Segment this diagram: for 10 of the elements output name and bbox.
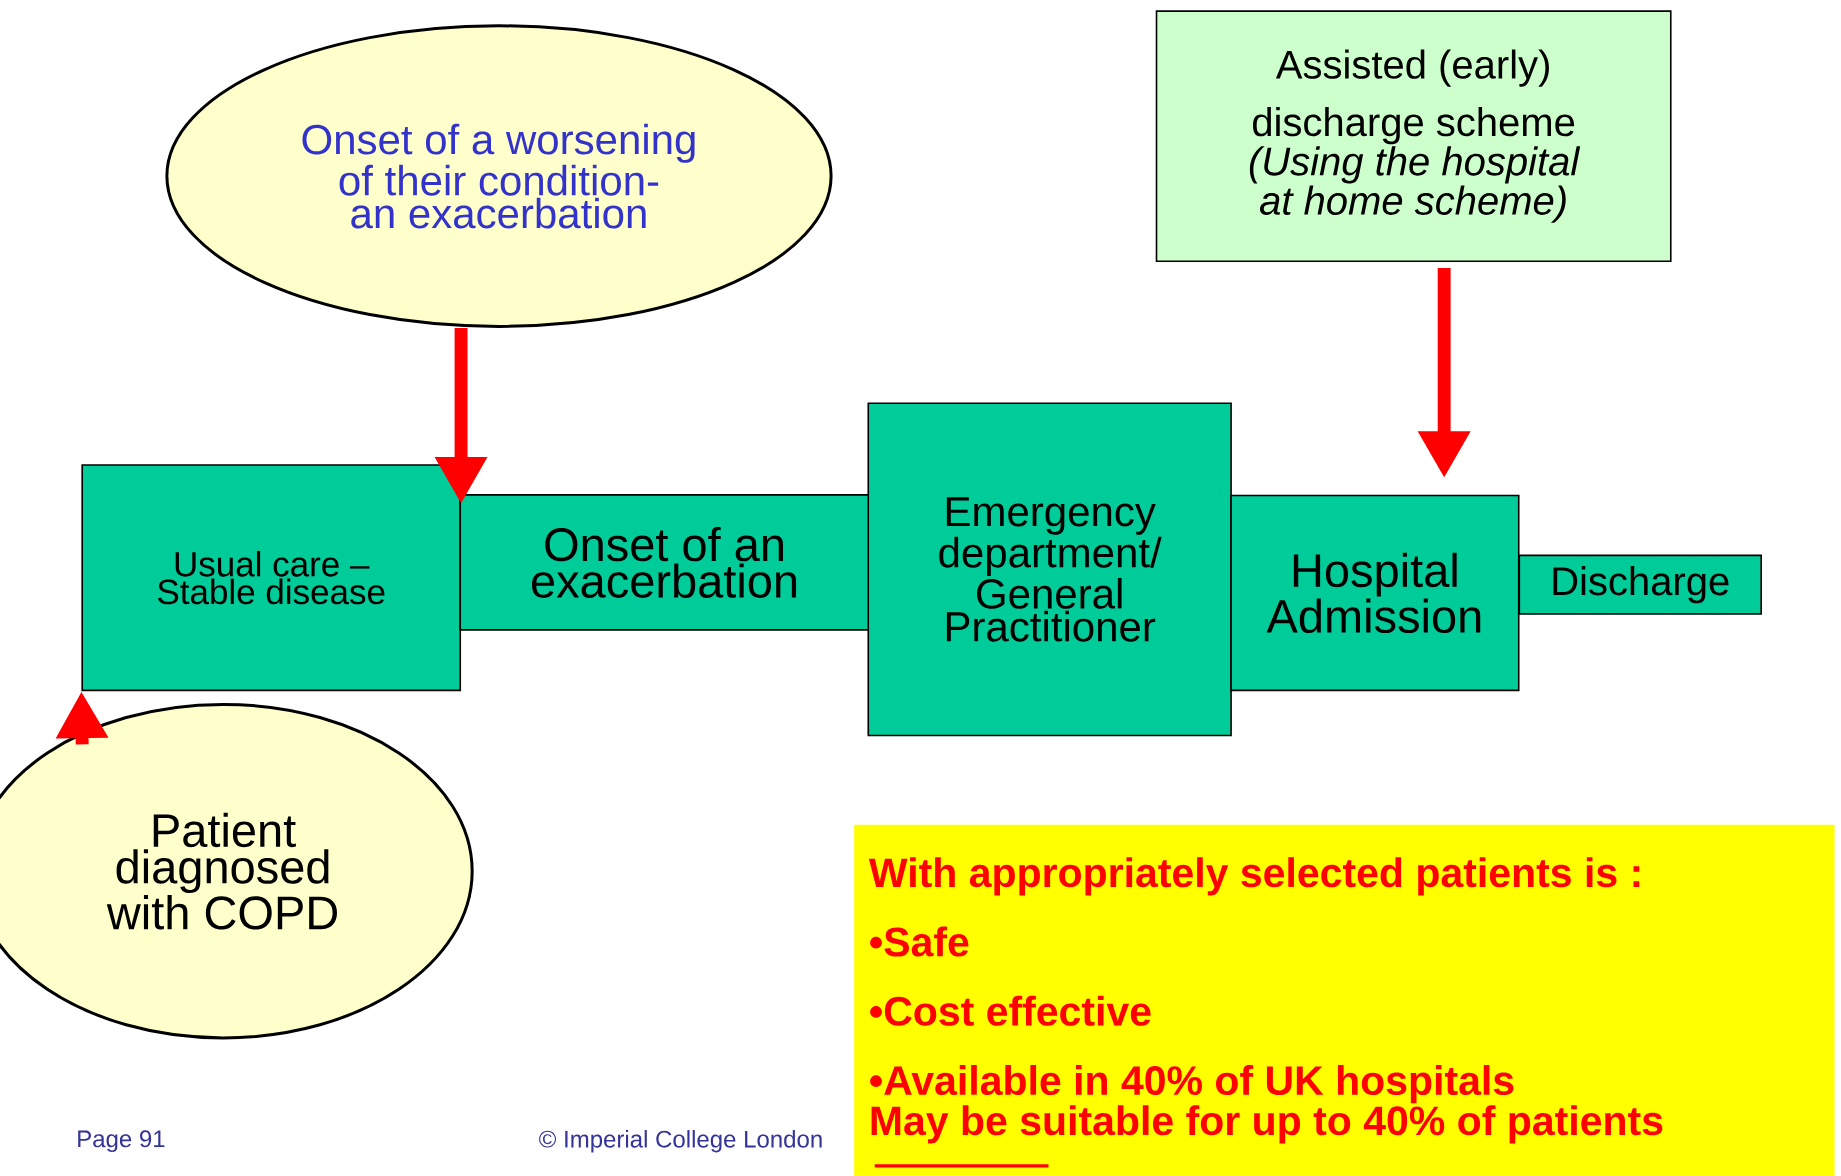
process-box: Onset of an exacerbation — [459, 493, 870, 631]
footer-text: © Imperial College London — [539, 1129, 822, 1153]
process-box: Usual care – Stable disease — [81, 463, 462, 691]
process-box: Discharge — [1518, 554, 1762, 615]
process-box: Hospital Admission — [1230, 494, 1520, 691]
ellipse-callout: Patient diagnosed with COPD — [0, 702, 474, 1040]
footer-text: Page 91 — [78, 1130, 165, 1152]
note-box: With appropriately selected patients is : •Safe •Cost effective •Available in 40% of UK hospitals May be suitable for up to 40% of patients — [854, 824, 1835, 1176]
ellipse-callout: Onset of a worsening of their condition- an exacerbation — [165, 24, 833, 328]
process-box: Assisted (early) discharge scheme (Using the hospital at home scheme) — [1155, 10, 1672, 262]
